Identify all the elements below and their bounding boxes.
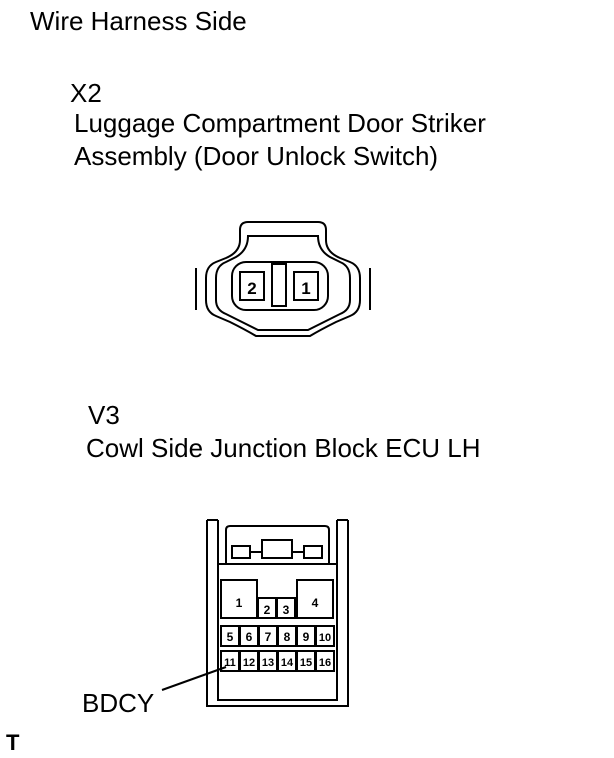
x2-pin-cavity-frame xyxy=(231,261,329,311)
v3-connector-code: V3 xyxy=(88,400,120,430)
v3-pin-label: 15 xyxy=(300,657,312,669)
v3-pin-label: 13 xyxy=(262,657,274,669)
v3-pin-label: 1 xyxy=(236,596,243,610)
v3-pin-label: 4 xyxy=(312,596,319,610)
bdcy-callout-label: BDCY xyxy=(82,688,155,718)
v3-pin-label: 9 xyxy=(303,630,310,644)
v3-latch-center xyxy=(261,539,293,559)
v3-pin-label: 16 xyxy=(319,657,331,669)
v3-pin-label: 5 xyxy=(227,630,234,644)
v3-connector-name: Cowl Side Junction Block ECU LH xyxy=(86,433,481,463)
v3-pin-label: 14 xyxy=(281,657,294,669)
x2-pin-1-box xyxy=(293,271,319,301)
v3-latch-right xyxy=(303,545,323,559)
x2-pin-1-label: 1 xyxy=(301,279,310,298)
v3-pin-label: 11 xyxy=(224,657,236,669)
x2-pin-2-label: 2 xyxy=(247,279,256,298)
bdcy-leader-line xyxy=(161,666,227,691)
diagram-title: Wire Harness Side xyxy=(30,6,247,36)
v3-pin-label: 7 xyxy=(265,630,272,644)
v3-pin-label: 12 xyxy=(243,657,255,669)
v3-pin-label: 6 xyxy=(246,630,253,644)
v3-connector-face xyxy=(206,519,349,707)
x2-pin-2-box xyxy=(239,271,265,301)
v3-pin-label: 8 xyxy=(284,630,291,644)
v3-pin-label: 3 xyxy=(283,603,290,617)
v3-pin-3-box xyxy=(276,597,296,619)
x2-connector-face xyxy=(195,221,371,337)
v3-pin-label: 2 xyxy=(264,603,271,617)
x2-connector-name-line1: Luggage Compartment Door Striker xyxy=(74,108,486,138)
footer-mark: T xyxy=(6,730,20,755)
x2-connector-code: X2 xyxy=(70,78,102,108)
v3-pin-row-bottom xyxy=(220,650,335,672)
v3-latch-left xyxy=(231,545,251,559)
v3-pin-row-top xyxy=(220,625,335,647)
v3-pin-label: 10 xyxy=(319,632,331,644)
v3-pin-4-box xyxy=(296,579,334,619)
x2-connector-name-line2: Assembly (Door Unlock Switch) xyxy=(74,141,439,171)
x2-center-key xyxy=(271,263,287,307)
